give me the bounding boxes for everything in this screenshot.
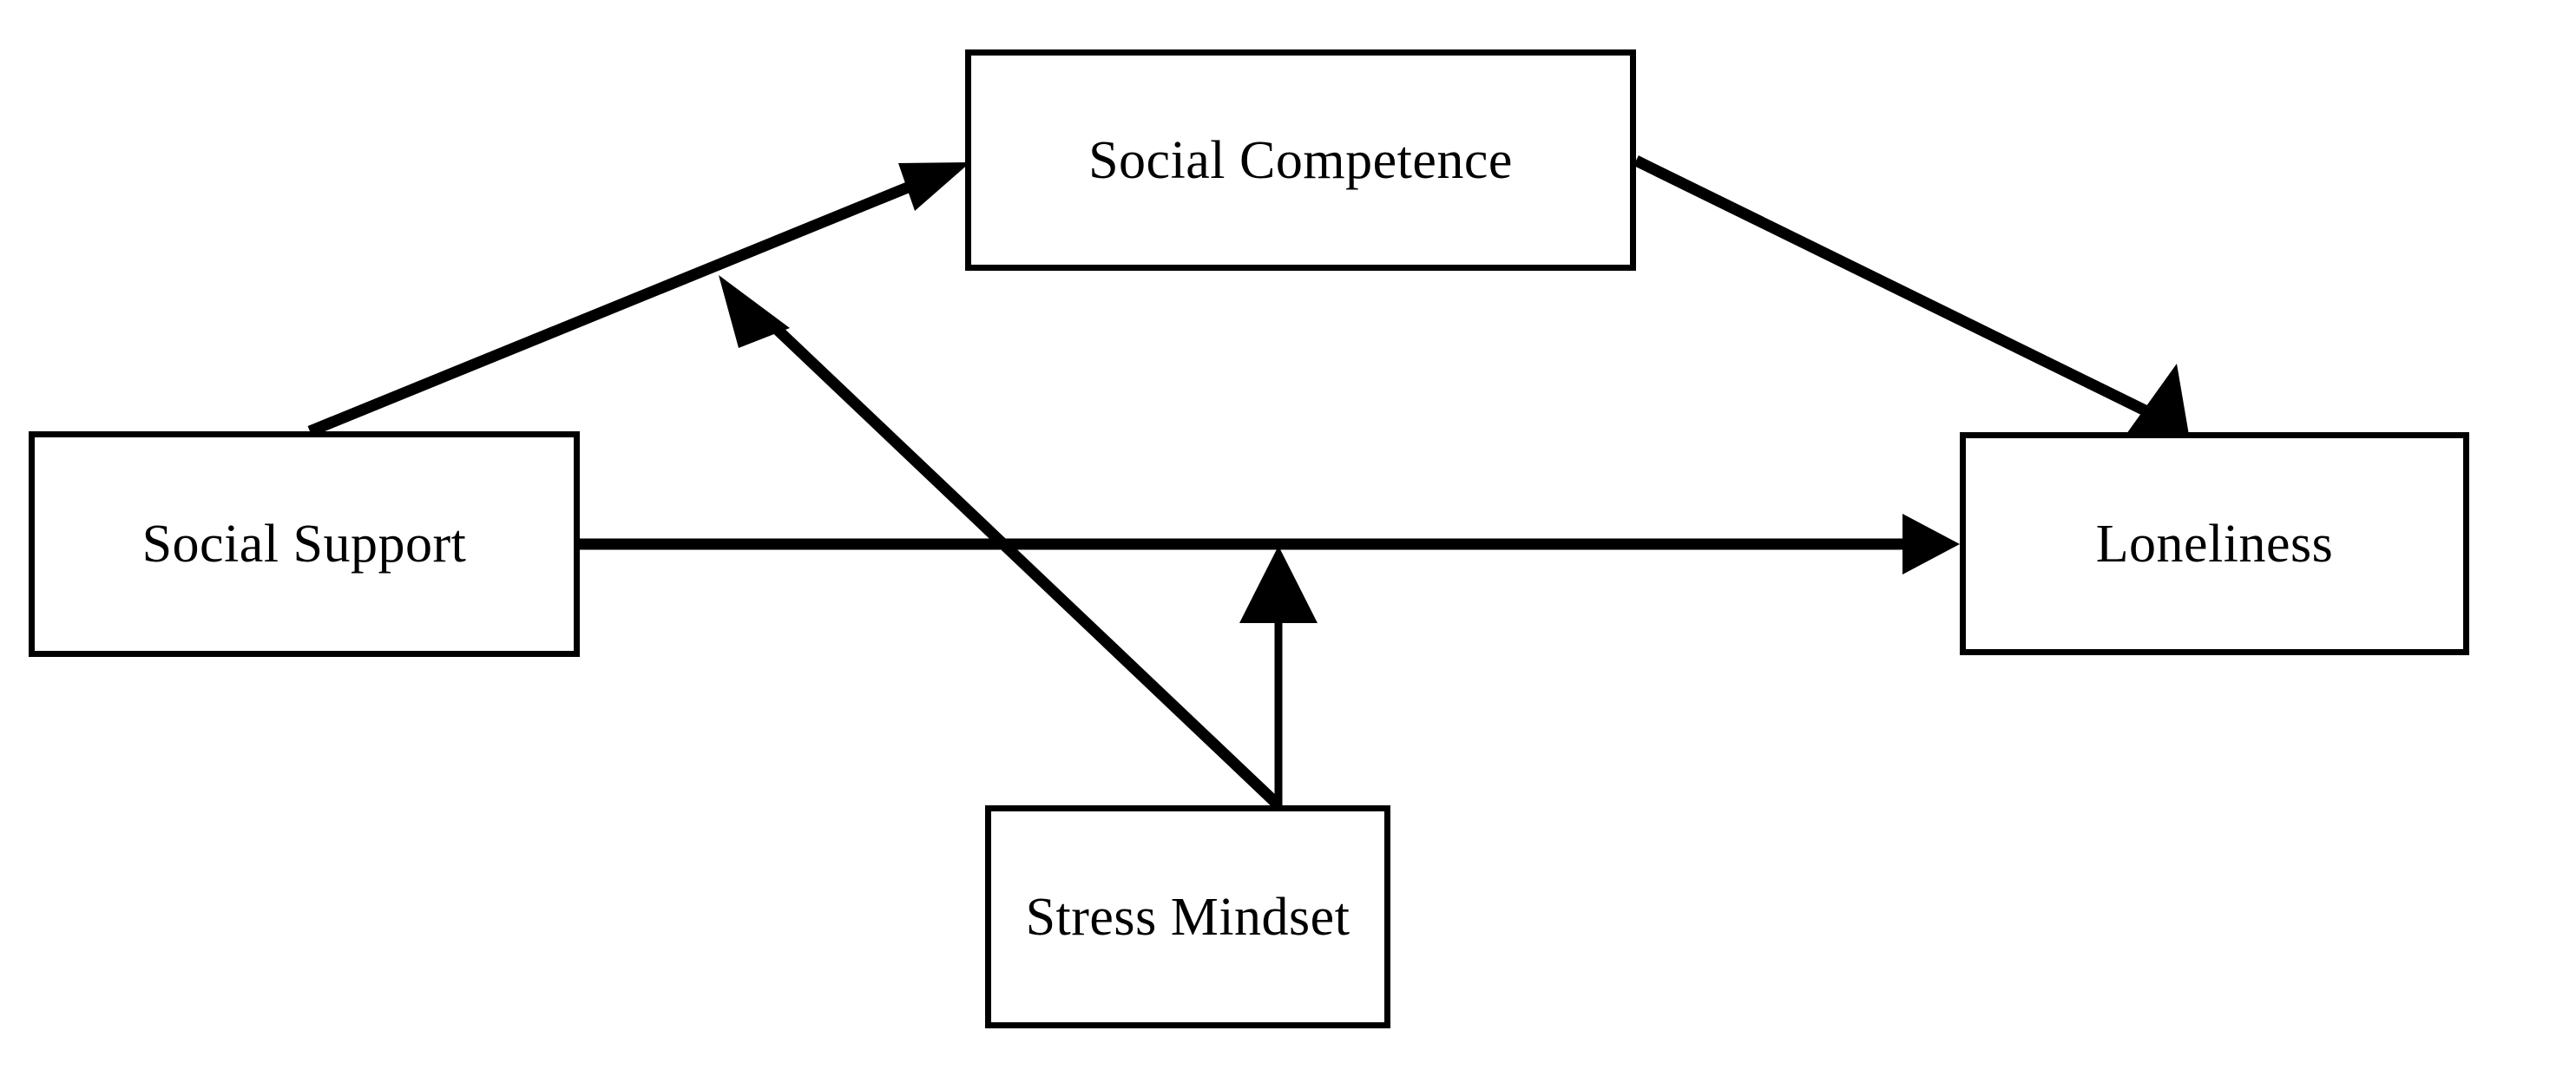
node-social-competence[interactable]: Social Competence [965,49,1636,271]
node-stress-mindset[interactable]: Stress Mindset [985,805,1390,1028]
edge-support-to-competence [307,162,970,437]
edge-competence-to-loneliness [1633,155,2189,435]
node-loneliness[interactable]: Loneliness [1960,432,2469,655]
edge-mindset-to-support-competence-path [719,275,1283,810]
node-label-stress-mindset: Stress Mindset [1025,887,1350,947]
edge-mindset-to-support-loneliness-path [1239,546,1318,805]
node-social-support[interactable]: Social Support [29,431,580,657]
node-label-social-support: Social Support [141,515,467,574]
node-label-social-competence: Social Competence [1088,130,1513,190]
node-label-loneliness: Loneliness [2095,514,2334,574]
edge-support-to-loneliness [580,514,1960,574]
